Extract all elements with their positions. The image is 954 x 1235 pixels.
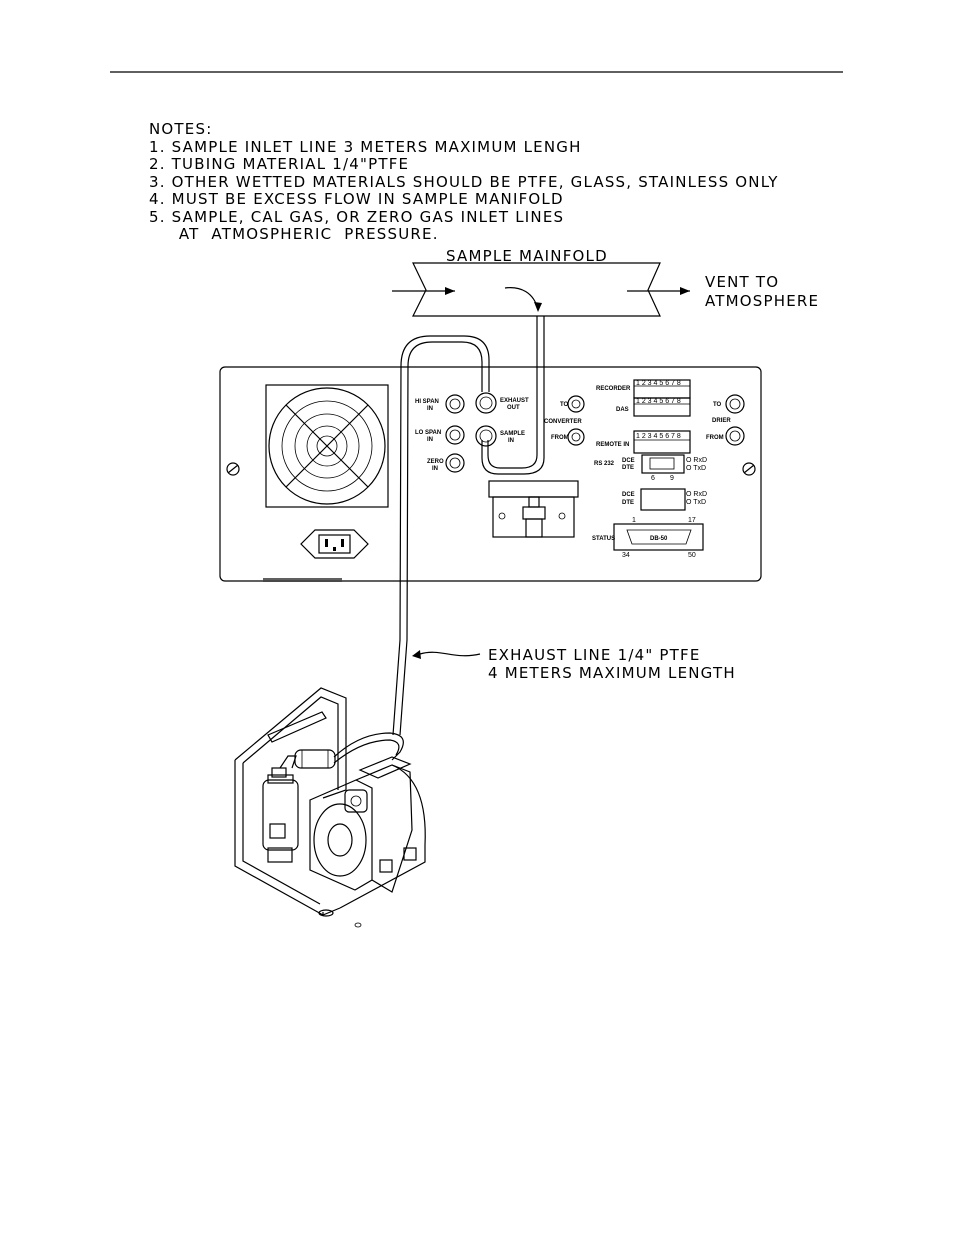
- recorder-terminal-block: RECORDER 1 2 3 4 5 6 7 8: [596, 379, 691, 399]
- zero-in-label: ZERO: [427, 459, 444, 465]
- db50-pin-17: 17: [688, 517, 696, 524]
- from-drier-label: FROM: [706, 435, 724, 441]
- recorder-pin-numbers: 1 2 3 4 5 6 7 8: [636, 380, 681, 387]
- rs232-label: RS 232: [594, 461, 615, 467]
- note-1: 1. SAMPLE INLET LINE 3 METERS MAXIMUM LE…: [149, 138, 582, 156]
- exhaust-tube: [399, 341, 483, 736]
- note-3: 3. OTHER WETTED MATERIALS SHOULD BE PTFE…: [149, 173, 779, 191]
- txd-label-2: O TxD: [686, 499, 706, 506]
- lo-span-in-port: LO SPAN IN: [415, 425, 465, 445]
- remote-in-label: REMOTE IN: [596, 442, 629, 448]
- converter-label: CONVERTER: [544, 419, 582, 425]
- das-label: DAS: [616, 407, 629, 413]
- fan-grille-icon: [265, 384, 389, 508]
- exhaust-out-label: EXHAUST: [500, 398, 529, 404]
- exhaust-note-line2: 4 METERS MAXIMUM LENGTH: [488, 664, 736, 682]
- svg-text:IN: IN: [427, 406, 433, 412]
- rs232-dce-label: DCE: [622, 458, 635, 464]
- rxd-label-2: O RxD: [686, 491, 707, 498]
- svg-text:IN: IN: [508, 438, 514, 444]
- das-pin-numbers: 1 2 3 4 5 6 7 8: [636, 398, 681, 405]
- note-5: 5. SAMPLE, CAL GAS, OR ZERO GAS INLET LI…: [149, 208, 564, 226]
- screw-left-icon: [226, 462, 240, 476]
- to-drier-port: TO DRIER: [712, 394, 745, 424]
- from-converter-label: FROM: [551, 435, 569, 441]
- to-converter-label: TO: [560, 402, 569, 408]
- svg-text:IN: IN: [427, 437, 433, 443]
- zero-in-port: ZERO IN: [427, 453, 465, 473]
- notes-block: NOTES: 1. SAMPLE INLET LINE 3 METERS MAX…: [149, 120, 779, 243]
- from-converter-port: FROM: [551, 428, 585, 446]
- vent-label-line1: VENT TO: [705, 273, 779, 291]
- svg-text:OUT: OUT: [507, 405, 520, 411]
- db9-pin-9: 9: [670, 475, 674, 482]
- status-db50-connector: STATUS DB-50 1 17 34 50: [592, 517, 704, 559]
- status-label: STATUS: [592, 536, 615, 542]
- screw-right-icon: [742, 462, 756, 476]
- to-drier-label: TO: [713, 402, 722, 408]
- recorder-label: RECORDER: [596, 386, 631, 392]
- note-4: 4. MUST BE EXCESS FLOW IN SAMPLE MANIFOL…: [149, 190, 564, 208]
- note-5-cont: AT ATMOSPHERIC PRESSURE.: [149, 225, 439, 243]
- exhaust-note-line1: EXHAUST LINE 1/4" PTFE: [488, 646, 701, 664]
- db50-pin-50: 50: [688, 552, 696, 559]
- remote-in-terminal-block: REMOTE IN 1 2 3 4 5 6 7 8: [596, 430, 691, 454]
- svg-text:IN: IN: [432, 466, 438, 472]
- sample-tube: [487, 316, 538, 469]
- analyzer-rear-panel: HI SPAN IN LO SPAN IN ZERO IN EXHAUST OU…: [219, 366, 762, 582]
- notes-title: NOTES:: [149, 120, 212, 138]
- power-inlet-icon: [300, 529, 369, 559]
- rxd-label-1: O RxD: [686, 457, 707, 464]
- db50-pin-34: 34: [622, 552, 630, 559]
- drier-label: DRIER: [712, 418, 731, 424]
- db50-label: DB-50: [650, 536, 668, 542]
- exhaust-out-port: EXHAUST OUT: [475, 392, 529, 414]
- das-terminal-block: DAS 1 2 3 4 5 6 7 8: [616, 397, 691, 417]
- rs232-dte-label: DTE: [622, 465, 634, 471]
- vent-label-line2: ATMOSPHERE: [705, 292, 819, 310]
- from-drier-port: FROM: [706, 426, 745, 446]
- flow-block-assembly: [488, 480, 579, 538]
- hi-span-label: HI SPAN: [415, 399, 439, 405]
- hi-span-in-port: HI SPAN IN: [415, 394, 465, 414]
- sample-manifold: SAMPLE MAINFOLD VENT TO ATMOSPHERE: [392, 247, 819, 317]
- db50-pin-1: 1: [632, 517, 636, 524]
- note-2: 2. TUBING MATERIAL 1/4"PTFE: [149, 155, 409, 173]
- dte-label-2: DTE: [622, 500, 634, 506]
- sample-in-label: SAMPLE: [500, 431, 525, 437]
- txd-label-1: O TxD: [686, 465, 706, 472]
- db9-pin-6: 6: [651, 475, 655, 482]
- manifold-title: SAMPLE MAINFOLD: [446, 247, 608, 265]
- dce-label-2: DCE: [622, 492, 635, 498]
- pump-assembly-icon: [234, 687, 426, 928]
- second-serial-connector: DCE DTE O RxD O TxD: [622, 488, 707, 511]
- remote-pin-numbers: 1 2 3 4 5 6 7 8: [636, 433, 681, 440]
- sample-in-port: SAMPLE IN: [475, 425, 525, 447]
- rs232-db9-connector: RS 232 DCE DTE O RxD O TxD 6 9: [594, 454, 707, 482]
- to-converter-port: TO CONVERTER: [544, 395, 585, 425]
- lo-span-label: LO SPAN: [415, 430, 441, 436]
